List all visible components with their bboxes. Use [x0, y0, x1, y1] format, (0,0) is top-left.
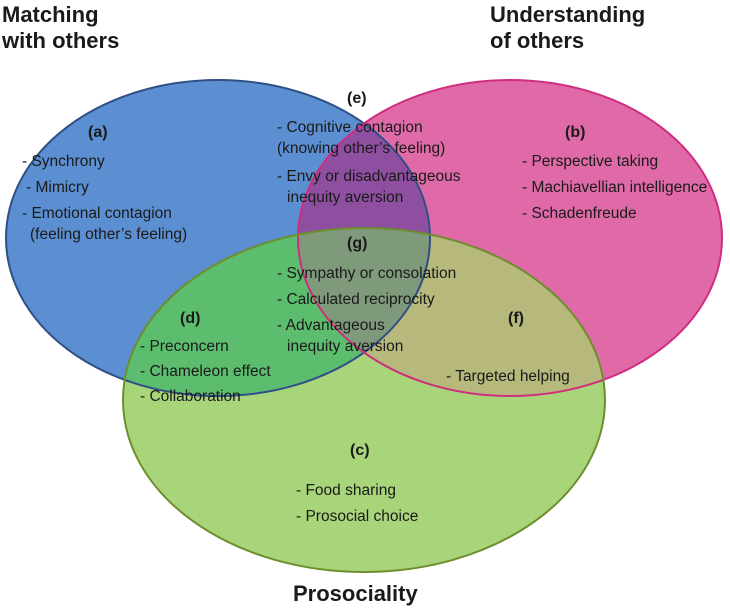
region-b-item: - Machiavellian intelligence: [522, 179, 708, 196]
region-e-item: inequity aversion: [287, 189, 404, 206]
region-c-item: - Prosocial choice: [296, 508, 419, 525]
prosociality-outline: [122, 227, 606, 573]
region-f-tag: (f): [508, 310, 524, 327]
understanding-title: Understanding of others: [490, 2, 645, 54]
understanding-title-line1: Understanding: [490, 2, 646, 27]
understanding-title-line2: of others: [490, 28, 585, 53]
region-e-tag: (e): [347, 90, 367, 107]
region-c-item: - Food sharing: [296, 482, 396, 499]
region-a-tag: (a): [88, 124, 108, 141]
region-a-item: - Emotional contagion: [22, 205, 172, 222]
understanding-outline: [297, 79, 723, 397]
region-d-item: - Collaboration: [140, 388, 241, 405]
region-g-item: - Sympathy or consolation: [277, 265, 457, 282]
matching-title: Matching with others: [2, 2, 119, 54]
region-e-item: - Envy or disadvantageous: [277, 168, 461, 185]
region-a-item: - Synchrony: [22, 153, 105, 170]
region-g-item: - Advantageous: [277, 317, 385, 334]
region-g-tag: (g): [347, 235, 368, 252]
region-b-tag: (b): [565, 124, 586, 141]
region-d-item: - Chameleon effect: [140, 363, 271, 380]
overlap-bc: [298, 228, 605, 396]
matching-title-line1: Matching: [2, 2, 99, 27]
region-g-item: inequity aversion: [287, 338, 404, 355]
region-a-item: - Mimicry: [26, 179, 89, 196]
matching-title-line2: with others: [2, 28, 120, 53]
overlap-ac: [123, 228, 430, 396]
region-e-item: - Cognitive contagion: [277, 119, 423, 136]
matching-outline: [5, 79, 431, 397]
region-f-item: - Targeted helping: [446, 368, 570, 385]
region-g-item: - Calculated reciprocity: [277, 291, 435, 308]
region-c-tag: (c): [350, 442, 370, 459]
region-b-item: - Perspective taking: [522, 153, 659, 170]
region-a-item: (feeling other’s feeling): [30, 226, 188, 243]
region-e-item: (knowing other’s feeling): [277, 140, 446, 157]
region-d-tag: (d): [180, 310, 201, 327]
region-b-item: - Schadenfreude: [522, 205, 637, 222]
region-d-item: - Preconcern: [140, 338, 229, 355]
prosociality-title: Prosociality: [293, 581, 418, 606]
